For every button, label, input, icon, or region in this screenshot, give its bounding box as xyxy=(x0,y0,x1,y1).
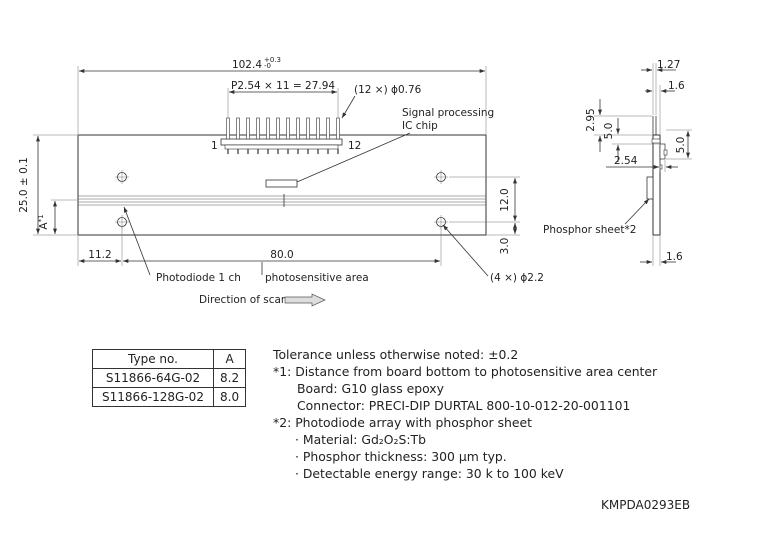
header-type-no: Type no. xyxy=(92,349,214,369)
note-1: *1: Distance from board bottom to photos… xyxy=(273,364,658,379)
dim-2-95-label: 2.95 xyxy=(585,108,597,131)
direction-of-scan-label: Direction of scan xyxy=(199,294,288,306)
a-cell: 8.0 xyxy=(212,387,247,407)
photodiode-strip xyxy=(78,194,486,207)
connector-pin xyxy=(276,117,280,140)
signal-processing-ic-chip xyxy=(265,179,298,188)
dim-3-label: 3.0 xyxy=(499,238,511,255)
a-cell: 8.2 xyxy=(212,368,247,388)
dim-2-54-label: 2.54 xyxy=(614,155,638,167)
width-tol-plus: +0.3 xyxy=(264,56,281,64)
dim-12-label: 12.0 xyxy=(499,188,511,211)
pin-first-label: 1 xyxy=(211,140,218,152)
dim-1-27-label: 1.27 xyxy=(657,59,680,71)
photosensitive-area-label: photosensitive area xyxy=(265,272,369,284)
connector-pin xyxy=(226,117,230,140)
side-board xyxy=(652,134,661,236)
dim-5-0-right-label: 5.0 xyxy=(675,137,687,154)
mounting-holes xyxy=(115,170,448,229)
pin-hole-label: (12 ×) ϕ0.76 xyxy=(354,84,422,96)
connector-pin xyxy=(336,117,340,140)
board-note: Board: G10 glass epoxy xyxy=(297,381,444,396)
photodiode-1ch-label: Photodiode 1 ch xyxy=(156,272,241,284)
scan-direction-arrow xyxy=(284,293,326,307)
tolerance-note: Tolerance unless otherwise noted: ±0.2 xyxy=(273,347,519,362)
dim-80-label: 80.0 xyxy=(270,249,293,261)
connector-pin xyxy=(296,117,300,140)
energy-note: · Detectable energy range: 30 k to 100 k… xyxy=(295,466,564,481)
dim-5-0-left-label: 5.0 xyxy=(603,123,615,140)
connector-pin xyxy=(246,117,250,140)
note-2: *2: Photodiode array with phosphor sheet xyxy=(273,415,533,430)
dim-11-2-label: 11.2 xyxy=(88,249,111,261)
phosphor-sheet-label: Phosphor sheet*2 xyxy=(543,224,636,236)
connector-note: Connector: PRECI-DIP DURTAL 800-10-012-2… xyxy=(297,398,631,413)
connector-pin xyxy=(316,117,320,140)
header-a: A xyxy=(212,349,247,369)
mount-holes-label: (4 ×) ϕ2.2 xyxy=(490,272,544,284)
table-row: S11866-64G-02 8.2 xyxy=(92,368,247,388)
type-table: Type no. A S11866-64G-02 8.2 S11866-128G… xyxy=(92,349,247,407)
connector-pin xyxy=(326,117,330,140)
connector-pin xyxy=(236,117,240,140)
side-view: 1.27 1.6 2.95 5.0 5.0 2.54 Phosphor shee… xyxy=(543,59,692,266)
notes: Tolerance unless otherwise noted: ±0.2 *… xyxy=(273,346,657,482)
connector-pin xyxy=(306,117,310,140)
document-code: KMPDA0293EB xyxy=(601,498,691,512)
front-view: 102.4 +0.3 -0 P2.54 × 11 = 27.94 (12 ×) … xyxy=(18,56,544,307)
signal-ic-label-2: IC chip xyxy=(402,120,438,132)
material-note: · Material: Gd₂O₂S:Tb xyxy=(295,432,426,447)
dim-1-6-top-label: 1.6 xyxy=(668,80,685,92)
connector xyxy=(220,117,343,154)
type-cell: S11866-128G-02 xyxy=(92,387,214,407)
pin-pitch-label: P2.54 × 11 = 27.94 xyxy=(231,80,335,92)
type-cell: S11866-64G-02 xyxy=(92,368,214,388)
phosphor-sheet xyxy=(646,176,654,200)
width-tol-minus: -0 xyxy=(264,62,271,70)
thickness-note: · Phosphor thickness: 300 μm typ. xyxy=(295,449,507,464)
table-row: S11866-128G-02 8.0 xyxy=(92,387,247,407)
board-height-label: 25.0 ± 0.1 xyxy=(18,157,30,213)
type-table-header: Type no. A xyxy=(92,349,247,369)
connector-pin xyxy=(256,117,260,140)
connector-pin xyxy=(286,117,290,140)
connector-pin xyxy=(266,117,270,140)
dim-1-6-bottom-label: 1.6 xyxy=(666,251,683,263)
signal-ic-label-1: Signal processing xyxy=(402,107,494,119)
pin-last-label: 12 xyxy=(348,140,361,152)
overall-width-label: 102.4 xyxy=(232,59,262,71)
dim-a-label: A*1 xyxy=(37,214,50,229)
